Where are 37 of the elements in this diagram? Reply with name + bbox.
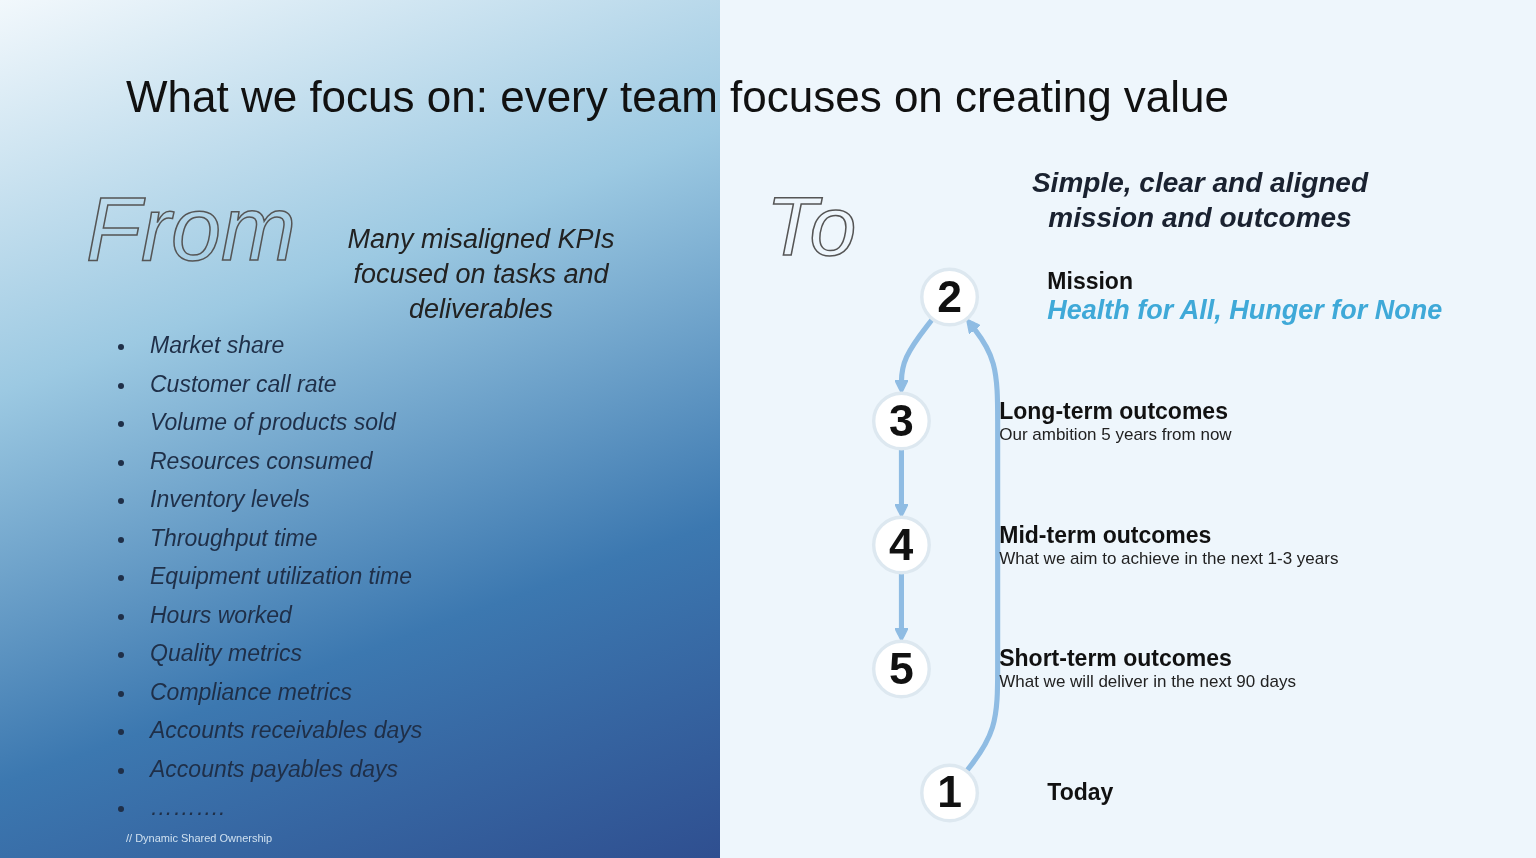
stage-description: Our ambition 5 years from now: [999, 424, 1232, 445]
heading: To: [766, 178, 857, 275]
list-item: Accounts receivables days: [150, 717, 423, 756]
stage-heading: Short-term outcomes: [999, 645, 1233, 673]
arrow: [893, 572, 909, 642]
subheading: Many misaligned KPIs focused on tasks and deliverables: [346, 223, 616, 326]
list-item: Market share: [150, 332, 423, 371]
list-item: Equipment utilization time: [150, 563, 423, 602]
arrow: [964, 318, 1001, 773]
list-item: Compliance metrics: [150, 678, 423, 717]
arrow: [893, 448, 909, 518]
list-item: Throughput time: [150, 524, 423, 563]
list-item: Quality metrics: [150, 640, 423, 679]
mission-statement: Health for All, Hunger for None: [1047, 295, 1443, 327]
stage-heading: Mission: [1047, 268, 1134, 296]
node-circle: 3: [872, 391, 931, 451]
list-item: Volume of products sold: [150, 409, 423, 448]
node-circle: 4: [872, 515, 931, 575]
list-item: Hours worked: [150, 601, 423, 640]
list-item: Resources consumed: [150, 447, 423, 486]
stage-heading: Mid-term outcomes: [999, 521, 1213, 549]
node-circle: 2: [920, 267, 980, 327]
list-item: Customer call rate: [150, 370, 423, 409]
stage-heading: Today: [1047, 779, 1114, 807]
arrow: [893, 317, 935, 394]
node-circle: 5: [872, 639, 931, 699]
stage-heading: Long-term outcomes: [999, 397, 1229, 425]
list-item: Inventory levels: [150, 486, 423, 525]
heading: From: [86, 178, 296, 281]
list-item: ……….: [150, 794, 423, 833]
slide-title: What we focus on: every team focuses on creating value: [126, 72, 1229, 122]
node-circle: 1: [920, 763, 980, 823]
subheading: Simple, clear and aligned mission and outcomes: [1030, 166, 1370, 235]
list-item: Accounts payables days: [150, 755, 423, 794]
footer-text: // Dynamic Shared Ownership: [126, 832, 273, 844]
stage-description: What we will deliver in the next 90 days: [999, 672, 1296, 693]
stage-description: What we aim to achieve in the next 1-3 years: [999, 548, 1339, 569]
